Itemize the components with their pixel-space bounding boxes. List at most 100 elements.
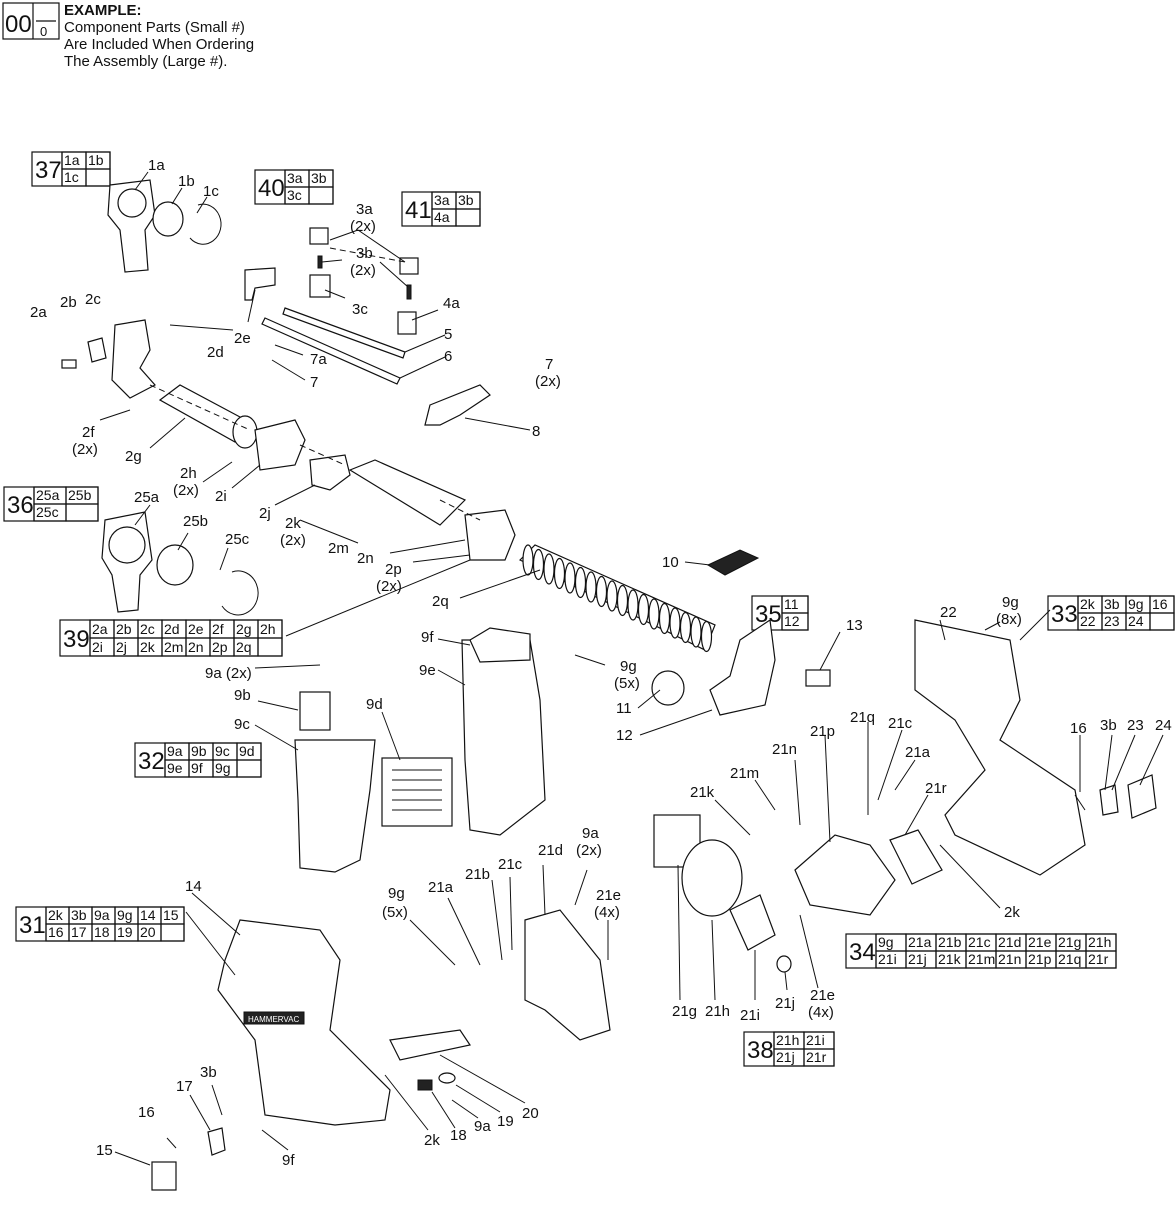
label-7-right-qty: (2x) [535, 373, 561, 390]
label-9a-mid: 9a [582, 825, 599, 842]
label-9f-bottom: 9f [282, 1152, 295, 1169]
kit-cell: 2p [212, 639, 228, 655]
label-11: 11 [616, 700, 632, 717]
kit-cell-frame [803, 1048, 835, 1067]
label-9g-right-qty: (8x) [996, 611, 1022, 628]
part-8 [424, 384, 491, 426]
label-2g: 2g [125, 448, 142, 465]
label-9b: 9b [234, 687, 251, 704]
hose-ring [669, 607, 681, 639]
part-13 [805, 669, 831, 687]
legend-line-3: The Assembly (Large #). [64, 53, 227, 70]
part-9e [461, 639, 546, 836]
label-15: 15 [96, 1142, 113, 1159]
part-3c [309, 274, 331, 298]
kit-cell: 21g [1058, 934, 1081, 950]
part-21p-bracket [794, 834, 896, 916]
hose-ring [574, 566, 587, 599]
kit-cell: 21n [998, 951, 1021, 967]
label-21q: 21q [850, 709, 875, 726]
part-2j [309, 454, 351, 491]
part-21d [524, 909, 611, 1041]
label-3a: 3a [356, 201, 373, 218]
part-4a [397, 311, 417, 335]
kit-cell: 21m [968, 951, 995, 967]
label-2e: 2e [234, 330, 251, 347]
kit-cell: 4a [434, 209, 450, 225]
kit-number: 37 [35, 157, 62, 184]
kit-cell: 9f [191, 760, 203, 776]
callout-labels: 1a 1b 1c 3a (2x) 3b (2x) 3c 4a 2a 2b 2c … [30, 157, 1172, 1169]
kit-number: 41 [405, 197, 432, 224]
kit-cell: 21h [1088, 934, 1111, 950]
kit-cell: 2a [92, 621, 108, 637]
kit-cell: 2k [140, 639, 156, 655]
part-1a-ring [117, 188, 147, 218]
part-drawings: HAMMERVAC [61, 179, 1157, 1191]
part-15 [151, 1161, 177, 1191]
part-25c [221, 570, 259, 616]
part-2i [254, 419, 306, 471]
kit-cell: 2b [116, 621, 132, 637]
kit-number: 32 [138, 748, 165, 775]
kit-cell: 11 [784, 596, 799, 612]
kit-cell: 25a [36, 487, 60, 503]
hose-ring [532, 548, 545, 581]
kit-cell: 1c [64, 169, 79, 185]
label-21e-mid: 21e [596, 887, 621, 904]
label-21n: 21n [772, 741, 797, 758]
kit-cell: 18 [94, 924, 110, 940]
hose-ring [543, 553, 555, 585]
label-9g-right: 9g [1002, 594, 1019, 611]
kit-cell: 3b [311, 170, 327, 186]
part-19 [438, 1072, 456, 1084]
hose-ring [522, 544, 534, 576]
hose-rings [522, 544, 713, 653]
part-22 [914, 619, 1086, 876]
part-9c [294, 739, 376, 873]
part-11 [651, 670, 685, 706]
label-21c-right: 21c [888, 715, 913, 732]
kit-cell: 2h [260, 621, 276, 637]
kit-cell: 21k [938, 951, 962, 967]
hose-ring [553, 557, 566, 590]
part-21h [729, 894, 776, 951]
legend-title: EXAMPLE: [64, 2, 142, 19]
label-9d: 9d [366, 696, 383, 713]
kit-cell: 12 [784, 613, 800, 629]
kit-cell: 20 [140, 924, 156, 940]
kit-cell: 2i [92, 639, 103, 655]
part-24 [1127, 774, 1157, 819]
part-5-rail [282, 307, 406, 359]
kit-cell: 2k [48, 907, 64, 923]
label-23: 23 [1127, 717, 1144, 734]
label-24: 24 [1155, 717, 1172, 734]
label-20: 20 [522, 1105, 539, 1122]
kit-cell: 9g [1128, 596, 1144, 612]
kit-cell: 21r [806, 1049, 827, 1065]
label-7a: 7a [310, 351, 327, 368]
label-1a: 1a [148, 157, 165, 174]
label-1b: 1b [178, 173, 195, 190]
kit-cell: 2f [212, 621, 224, 637]
label-2h-qty: (2x) [173, 482, 199, 499]
part-2e [244, 267, 276, 301]
kit-cell: 1b [88, 152, 104, 168]
label-21r: 21r [925, 780, 947, 797]
label-10: 10 [662, 554, 679, 571]
label-2f: 2f [82, 424, 95, 441]
part-2c [111, 319, 156, 399]
legend-line-1: Component Parts (Small #) [64, 19, 245, 36]
kit-cell: 9c [215, 743, 230, 759]
kit-cell: 9e [167, 760, 183, 776]
kit-number: 33 [1051, 601, 1078, 628]
label-13: 13 [846, 617, 863, 634]
part-2a [61, 359, 77, 369]
kit-cell: 21d [998, 934, 1021, 950]
label-9e: 9e [419, 662, 436, 679]
label-2i: 2i [215, 488, 227, 505]
hammervac-label: HAMMERVAC [248, 1015, 299, 1024]
kit-cell: 21p [1028, 951, 1052, 967]
